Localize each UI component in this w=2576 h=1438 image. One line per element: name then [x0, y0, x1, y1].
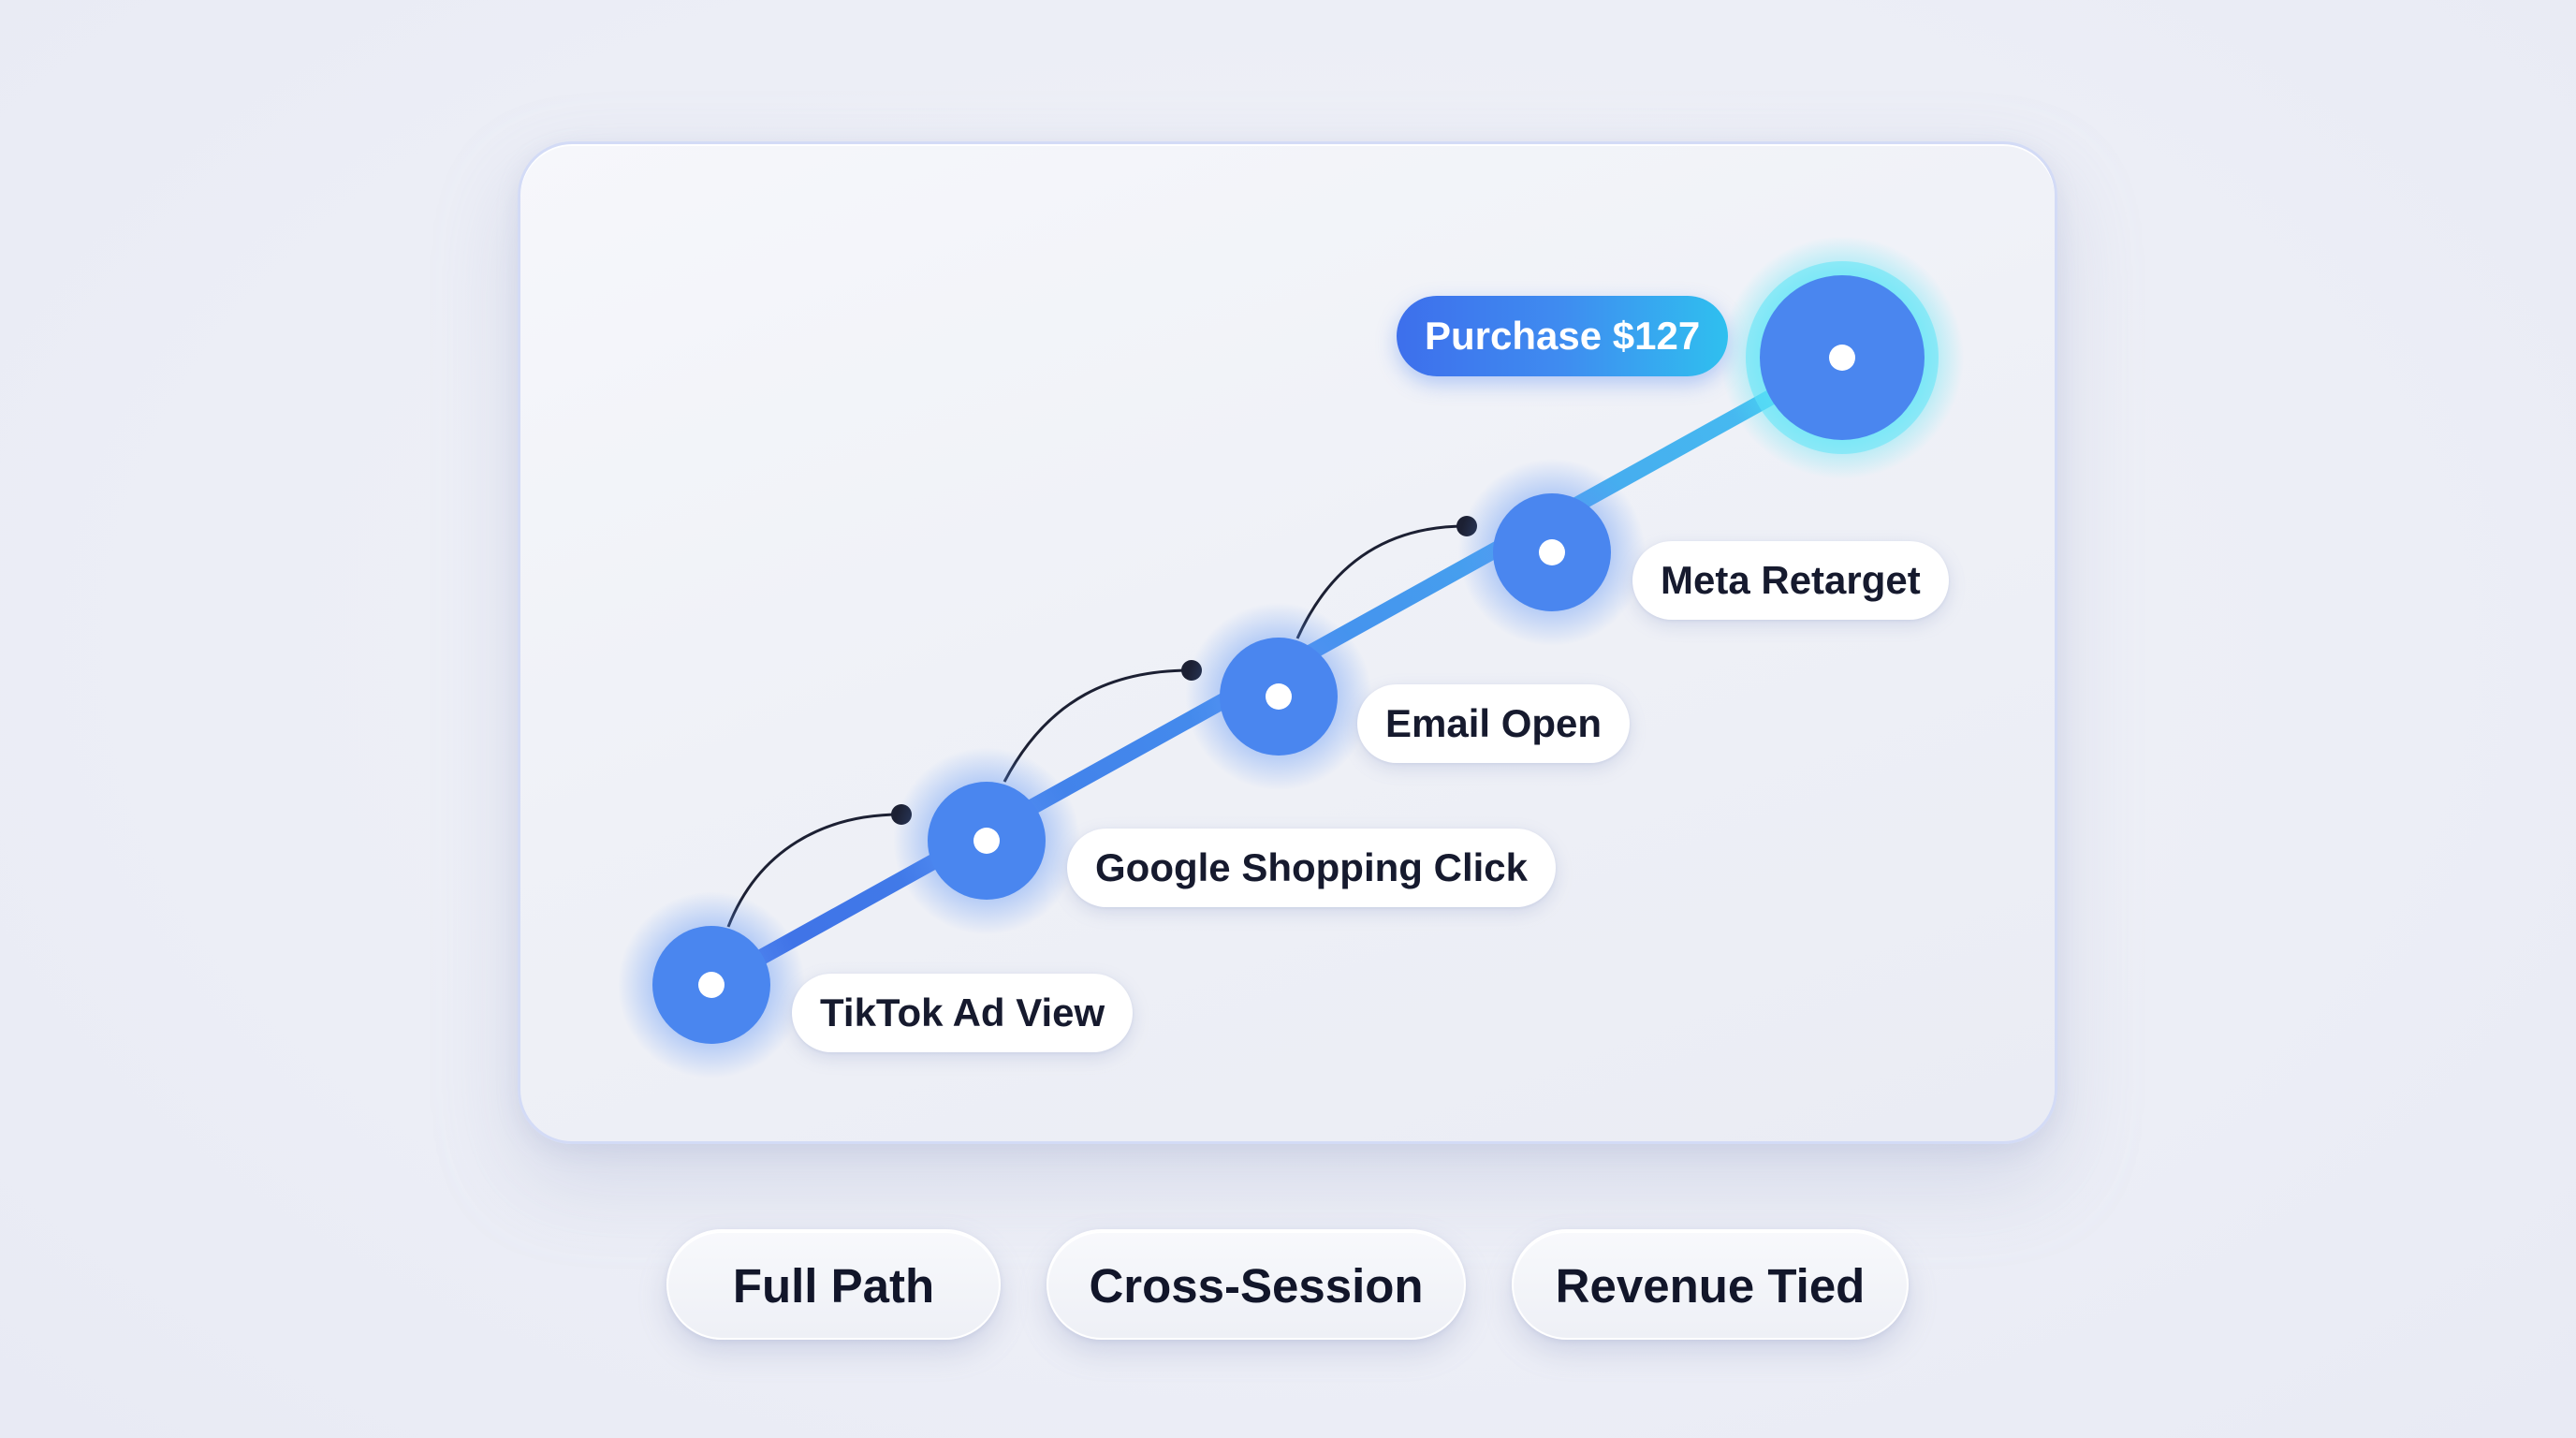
feature-chip-cross-session: Cross-Session	[1046, 1229, 1466, 1340]
step-label-meta-retarget: Meta Retarget	[1632, 541, 1949, 620]
touchpoint-node-tiktok	[618, 891, 805, 1078]
feature-chip-full-path: Full Path	[666, 1229, 1001, 1340]
step-label-google-shopping-click: Google Shopping Click	[1067, 829, 1556, 907]
feature-chip-revenue-tied: Revenue Tied	[1512, 1229, 1909, 1340]
touchpoint-node-google	[893, 747, 1080, 934]
step-label-tiktok-ad-view: TikTok Ad View	[792, 974, 1134, 1052]
step-label-email-open: Email Open	[1357, 684, 1631, 763]
touchpoint-node-meta	[1458, 459, 1646, 646]
touchpoint-node-email	[1185, 603, 1372, 790]
purchase-label: Purchase $127	[1397, 296, 1729, 376]
connector-arc-2	[1003, 668, 1192, 783]
purchase-node	[1720, 236, 1964, 479]
